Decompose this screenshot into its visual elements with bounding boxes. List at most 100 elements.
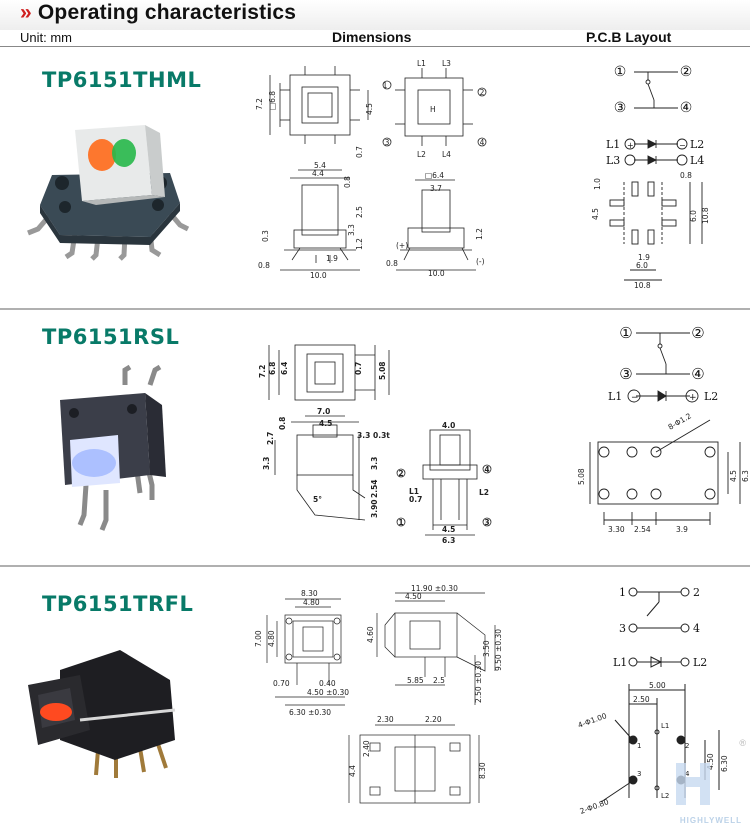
pin-label: L1: [409, 487, 419, 496]
pin-label: 1: [637, 742, 641, 750]
switch-cap-bottom: [82, 195, 165, 205]
dim-label: 2.5: [433, 676, 445, 685]
switch-base-side: [40, 203, 180, 245]
dim-label: 2.20: [425, 715, 442, 724]
pcb-layout-trfl: 1 2 3 4 L1 L2 5.00 2.50 4-Φ1.00 2-Φ0.80 …: [577, 586, 729, 816]
green-led: [112, 139, 136, 167]
dim-label: 3.3: [262, 457, 271, 470]
dim-label: 6.0: [689, 210, 698, 222]
orange-led: [88, 139, 116, 171]
metal-band: [79, 708, 176, 722]
dim-label: 1.2: [355, 238, 364, 250]
dim-label: 4.80: [303, 598, 320, 607]
led-l2-label: L2: [704, 390, 718, 403]
dim-label: 2.30: [377, 715, 394, 724]
pin-label: 1: [398, 518, 403, 527]
base-screw-icon: [55, 176, 69, 190]
dim-label: 4.4: [312, 169, 324, 178]
switch-housing: [60, 650, 175, 760]
dim-label: 3.30: [608, 525, 625, 534]
pin-label: 3: [637, 770, 641, 778]
dim-label: 3.50: [482, 640, 491, 657]
pcb-layout-thml: ① ② ③ ④ L1 L2 L3 L4 + − 0.8 1.0 4.5 6.0 …: [591, 64, 710, 290]
plus-sign: +: [627, 141, 634, 150]
dim-label: 2.7: [266, 432, 275, 445]
dim-label: 4.50: [405, 592, 422, 601]
pin-label: 4: [480, 138, 485, 147]
pin-label: 3: [385, 138, 390, 147]
dim-label: 5.00: [649, 681, 666, 690]
dim-label: 4.0: [442, 421, 455, 430]
pcb-layout-rsl: ① ② ③ ④ L1 L2 − + 8-Φ1.2 5.08 4.5 6.3 3.…: [577, 324, 750, 534]
dim-label: 7.0: [317, 407, 330, 416]
minus-sign: −: [631, 393, 639, 403]
dimensions-drawing-trfl: 8.30 4.80 7.00 4.80 0.70 0.40 4.50 ±0.30…: [254, 584, 503, 804]
dim-label: 5°: [313, 495, 322, 504]
pin-3-label: ③: [614, 100, 627, 116]
pin-label: L2: [479, 488, 489, 497]
led-l2-label: L2: [693, 656, 707, 669]
pin-label: L2: [417, 150, 426, 159]
dim-label: 4.5: [365, 103, 374, 115]
dim-label: 1.9: [638, 253, 650, 262]
dim-label: 2.5: [355, 206, 364, 218]
dim-label: □6.8: [268, 91, 277, 110]
pin-1-label: 1: [619, 586, 626, 599]
dim-label: 3.3: [347, 224, 356, 236]
dim-label: 6.0: [636, 261, 648, 270]
dim-label: 4.4: [348, 765, 357, 777]
dim-label: 8.30: [478, 762, 487, 779]
pin-3-label: ③: [619, 365, 632, 383]
base-screw-icon: [152, 199, 164, 211]
pin-label: 3: [484, 518, 489, 527]
switch-housing-side: [145, 393, 166, 477]
pin-2-label: ②: [691, 324, 704, 342]
pcb-layout-heading: P.C.B Layout: [586, 29, 672, 45]
dim-label: 7.00: [254, 630, 263, 647]
dim-label: 3.9: [676, 525, 688, 534]
dim-label: 6.30 ±0.30: [289, 708, 331, 717]
housing-screw-icon: [127, 404, 137, 414]
unit-label: Unit: mm: [20, 30, 72, 45]
dim-label: 10.0: [428, 269, 445, 278]
dim-label: 3.90: [370, 499, 379, 518]
dim-label: 10.8: [634, 281, 651, 290]
led-l1-label: L1: [606, 138, 620, 151]
dim-label: 0.7: [355, 146, 364, 158]
dim-label: (+): [396, 241, 408, 250]
pin-label: 4: [484, 465, 489, 474]
pin-label: 2: [685, 742, 689, 750]
dim-label: 0.70: [273, 679, 290, 688]
dim-label: 2.50 ±0.30: [474, 661, 483, 703]
pin-2-label: ②: [680, 64, 693, 80]
pin-2-label: 2: [693, 586, 700, 599]
dim-label: 1.9: [326, 254, 338, 263]
led-l1-label: L1: [608, 390, 622, 403]
pin-label: 2: [398, 469, 403, 478]
dim-label: 4-Φ1.00: [577, 711, 609, 730]
dim-label: 0.8: [343, 176, 352, 188]
dimensions-drawing-thml: 7.2 □6.8 4.5 0.7 5.4 4.4 0.8 2.5 3.3 1.2…: [255, 59, 487, 280]
model-name-tp6151thml: TP6151THML: [42, 68, 202, 92]
dim-label: 3.7: [430, 184, 442, 193]
dim-label: 1.0: [593, 178, 602, 190]
dimensions-drawing-rsl: 7.2 6.8 6.4 0.7 5.08 7.0 4.5 0.8 2.7 3.3…: [258, 344, 492, 545]
dim-label: 6.8: [268, 362, 277, 375]
chevron-icon: »: [20, 1, 32, 24]
dim-label: 5.4: [314, 161, 326, 170]
pin-label: L2: [661, 792, 669, 800]
model-name-tp6151trfl: TP6151TRFL: [42, 592, 194, 616]
pin-1-label: ①: [619, 324, 632, 342]
dim-label: 4.50: [706, 753, 715, 770]
dim-label: 3.3: [357, 431, 370, 440]
dim-label: 6.3: [442, 536, 455, 545]
pin-label: 4: [685, 770, 690, 778]
pin-4-label: ④: [680, 100, 693, 116]
led-l4-label: L4: [690, 154, 704, 167]
dim-label: 0.8: [278, 417, 287, 430]
registered-mark: ®: [739, 738, 746, 748]
section-divider-2: [0, 565, 750, 567]
dim-label: 7.2: [255, 98, 264, 110]
housing-screw-icon: [69, 408, 79, 418]
header-divider: [0, 46, 750, 47]
